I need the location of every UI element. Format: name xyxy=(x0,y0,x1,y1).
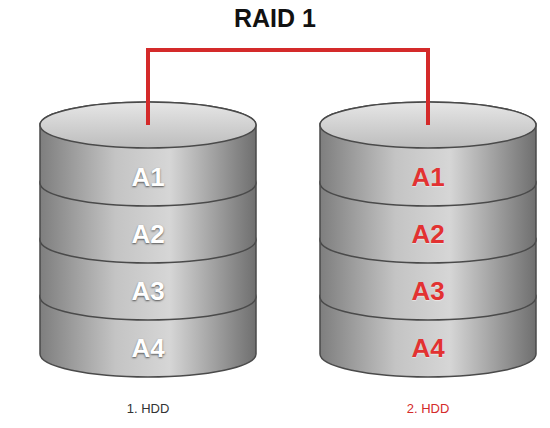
block-label: A2 xyxy=(411,219,444,250)
data-block: A2 xyxy=(40,206,256,263)
data-block: A1 xyxy=(320,148,536,206)
data-block: A1 xyxy=(40,148,256,206)
disk-cylinder xyxy=(320,102,536,377)
hard-disk: 1. HDD A1A2A3A4 xyxy=(40,125,256,423)
hard-disk: 2. HDD A1A2A3A4 xyxy=(320,125,536,423)
data-block: A3 xyxy=(320,263,536,320)
block-label: A4 xyxy=(131,333,164,364)
data-block: A3 xyxy=(40,263,256,320)
block-label: A4 xyxy=(411,333,444,364)
block-label: A1 xyxy=(411,162,444,193)
mirror-link xyxy=(148,50,428,125)
disk-cylinder xyxy=(40,102,256,377)
block-label: A2 xyxy=(131,219,164,250)
block-label: A3 xyxy=(411,276,444,307)
data-block: A4 xyxy=(320,320,536,377)
block-label: A1 xyxy=(131,162,164,193)
disk-label: 1. HDD xyxy=(40,401,256,416)
diagram-title: RAID 1 xyxy=(0,4,550,33)
data-block: A4 xyxy=(40,320,256,377)
data-block: A2 xyxy=(320,206,536,263)
block-label: A3 xyxy=(131,276,164,307)
disk-label: 2. HDD xyxy=(320,401,536,416)
